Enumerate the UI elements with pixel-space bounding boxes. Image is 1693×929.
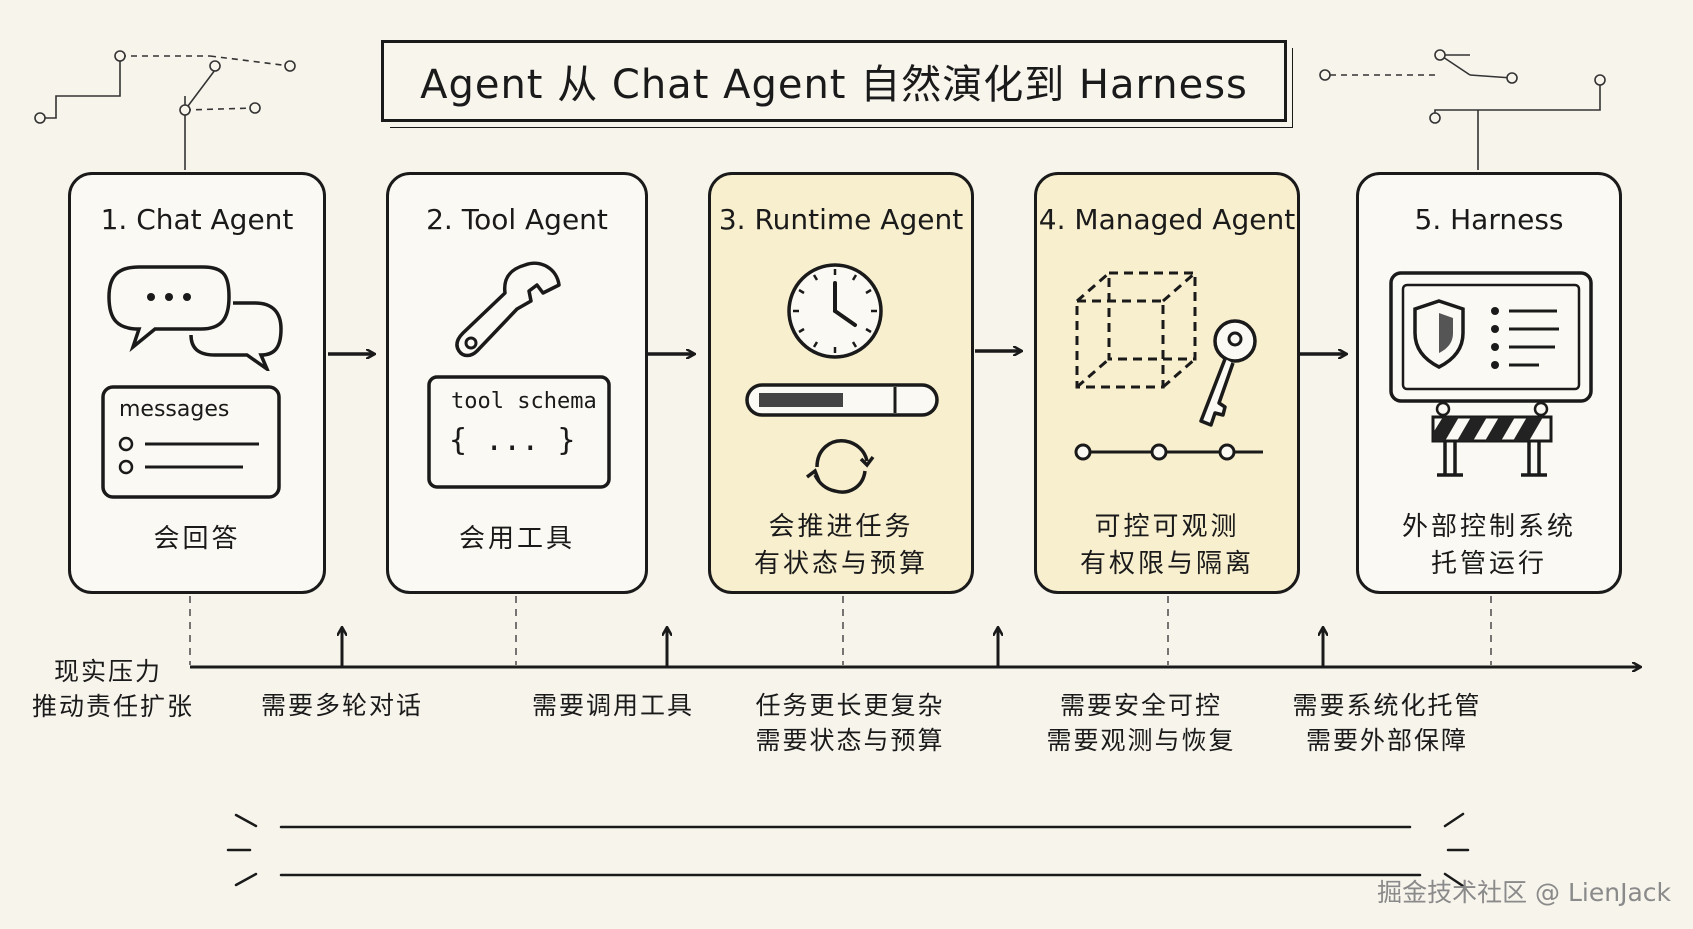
pressure-label-1: 需要多轮对话 xyxy=(244,688,440,723)
stage-description-line-2: 托管运行 xyxy=(1430,549,1547,579)
pressure-line: 需要多轮对话 xyxy=(260,691,423,720)
timeline-start-line-2: 推动责任扩张 xyxy=(32,692,195,721)
stage-card-tool-agent: 2. Tool Agent tool schema { ... } 会用工具 xyxy=(386,172,648,594)
pressure-line-2: 需要状态与预算 xyxy=(755,726,945,755)
tool-schema-label: tool schema xyxy=(451,389,597,414)
pressure-line-1: 需要安全可控 xyxy=(1059,691,1222,720)
pressure-label-5: 需要系统化托管 需要外部保障 xyxy=(1292,688,1482,758)
pressure-label-4: 需要安全可控 需要观测与恢复 xyxy=(1046,688,1236,758)
circuit-decoration-left xyxy=(34,50,296,170)
stage-description-line-2: 有状态与预算 xyxy=(753,549,928,579)
stage-card-chat-agent: 1. Chat Agent messages 会回答 xyxy=(68,172,326,594)
pressure-line-1: 任务更长更复杂 xyxy=(755,691,945,720)
timeline-drop-lines xyxy=(189,596,1492,665)
watermark-text: 掘金技术社区 @ LienJack xyxy=(1377,878,1671,907)
stage-title: 5. Harness xyxy=(1414,203,1564,236)
stage-description-line-1: 外部控制系统 xyxy=(1401,512,1576,542)
node-timeline-icon xyxy=(1074,443,1263,461)
stage-description-line-2: 有权限与隔离 xyxy=(1079,549,1254,579)
pressure-label-3: 任务更长更复杂 需要状态与预算 xyxy=(750,688,950,758)
diagram-title: Agent 从 Chat Agent 自然演化到 Harness xyxy=(420,62,1248,108)
stage-title: 3. Runtime Agent xyxy=(718,203,964,236)
timeline-start-label: 现实压力 推动责任扩张 xyxy=(32,654,195,724)
pressure-arrows xyxy=(342,628,1323,668)
clock-icon xyxy=(787,263,883,359)
pressure-label-2: 需要调用工具 xyxy=(532,688,694,723)
stage-description-line-1: 会推进任务 xyxy=(768,512,914,542)
barrier-icon xyxy=(1431,401,1553,477)
stage-title: 1. Chat Agent xyxy=(100,203,294,236)
pressure-line-1: 需要系统化托管 xyxy=(1292,691,1482,720)
pressure-line-2: 需要观测与恢复 xyxy=(1046,726,1236,755)
timeline-start-line-1: 现实压力 xyxy=(53,657,162,686)
wrench-icon xyxy=(455,261,561,358)
stage-description: 会回答 xyxy=(153,524,241,554)
progress-bar-icon xyxy=(745,383,939,417)
messages-label: messages xyxy=(119,397,230,422)
stage-title: 2. Tool Agent xyxy=(426,203,608,236)
pressure-line-2: 需要外部保障 xyxy=(1305,726,1468,755)
stage-arrows xyxy=(328,351,1346,354)
schema-braces: { ... } xyxy=(449,423,576,458)
stage-title: 4. Managed Agent xyxy=(1038,203,1296,236)
circuit-decoration-right xyxy=(1319,49,1606,170)
chat-bubbles-icon xyxy=(107,265,283,371)
key-icon xyxy=(1199,319,1257,427)
stage-card-runtime-agent: 3. Runtime Agent 会推进任务 有状态与预算 xyxy=(708,172,974,594)
stage-description: 会用工具 xyxy=(458,524,575,554)
title-box: Agent 从 Chat Agent 自然演化到 Harness xyxy=(381,40,1293,128)
dashed-cube-icon xyxy=(1075,271,1197,389)
monitor-shield-icon xyxy=(1389,271,1593,403)
motion-lines xyxy=(226,812,1470,888)
message-list-icon xyxy=(101,385,281,499)
stage-card-harness: 5. Harness 外部控制系统 托管运行 xyxy=(1356,172,1622,594)
stage-description-line-1: 可控可观测 xyxy=(1094,512,1240,542)
stage-card-managed-agent: 4. Managed Agent 可控可观测 有权限与隔离 xyxy=(1034,172,1300,594)
schema-panel-icon xyxy=(427,375,611,489)
pressure-line: 需要调用工具 xyxy=(532,691,695,720)
refresh-cycle-icon xyxy=(805,439,875,494)
